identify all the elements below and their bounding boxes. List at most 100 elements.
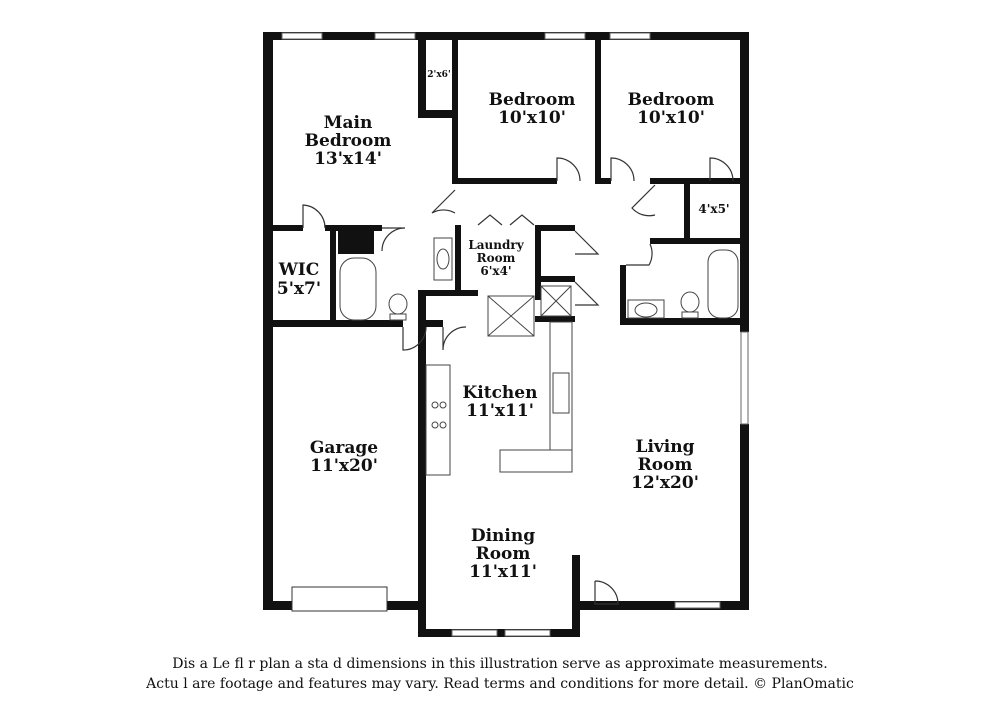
burner xyxy=(431,421,439,429)
main-bedroom-name2: Bedroom xyxy=(305,131,392,151)
counter xyxy=(425,364,451,476)
garage-door xyxy=(291,586,388,612)
laundry-size: 6'x4' xyxy=(480,264,511,278)
dining-size: 11'x11' xyxy=(469,562,537,582)
toilet-tank xyxy=(681,311,699,319)
dining-bottom-wall xyxy=(418,629,578,637)
bedroom-2-name: Bedroom xyxy=(628,90,715,110)
door xyxy=(442,326,467,351)
door xyxy=(302,204,326,229)
wall xyxy=(535,276,575,282)
windows xyxy=(281,32,749,637)
living-name2: Room xyxy=(638,455,693,475)
wall xyxy=(601,178,611,184)
door xyxy=(556,157,581,182)
wall xyxy=(452,178,557,184)
wic-size: 5'x7' xyxy=(277,279,321,299)
closet-small-size: 2'x6' xyxy=(427,70,450,80)
wall xyxy=(650,238,740,244)
wall xyxy=(418,32,426,118)
chimney xyxy=(338,229,374,254)
door xyxy=(626,243,653,266)
main-bedroom-size: 13'x14' xyxy=(314,149,382,169)
window xyxy=(504,629,551,637)
bathtub xyxy=(339,257,377,321)
door xyxy=(631,184,656,217)
wall xyxy=(418,290,426,620)
window xyxy=(609,32,651,40)
door xyxy=(610,157,635,182)
main-bedroom-name1: Main xyxy=(324,113,373,133)
window xyxy=(544,32,586,40)
burner xyxy=(431,401,439,409)
disclaimer-line-2: Actu l are footage and features may vary… xyxy=(146,676,854,692)
wall xyxy=(325,225,382,231)
door xyxy=(381,227,406,252)
wall xyxy=(452,32,458,184)
bifold-doors xyxy=(477,214,535,226)
laundry-name2: Room xyxy=(477,251,516,265)
wall xyxy=(263,225,303,231)
sliding-door xyxy=(740,331,749,425)
fixtures xyxy=(339,237,739,476)
wall xyxy=(620,265,626,325)
toilet xyxy=(388,293,408,315)
door xyxy=(709,157,734,182)
wall xyxy=(263,320,403,327)
top-wall xyxy=(263,32,748,40)
burner xyxy=(439,421,447,429)
toilet xyxy=(680,291,700,313)
garage-name: Garage xyxy=(310,438,378,458)
disclaimer-line-1: Dis a Le fl r plan a sta d dimensions in… xyxy=(172,656,828,672)
room-labels: Main Bedroom 13'x14' Bedroom 10'x10' Bed… xyxy=(277,70,730,582)
right-wall-upper xyxy=(740,32,749,332)
door xyxy=(431,189,456,214)
right-wall-lower xyxy=(740,424,749,610)
bathtub xyxy=(707,249,739,319)
living-name1: Living xyxy=(636,437,695,457)
bedroom-2-size: 10'x10' xyxy=(637,108,705,128)
dining-name2: Room xyxy=(476,544,531,564)
window xyxy=(451,629,498,637)
kitchen-sink xyxy=(552,372,570,414)
pantry-x xyxy=(487,295,535,337)
bedroom-1-name: Bedroom xyxy=(489,90,576,110)
wic-name: WIC xyxy=(278,260,320,280)
wall xyxy=(535,225,541,300)
bedroom-1-size: 10'x10' xyxy=(498,108,566,128)
kitchen-size: 11'x11' xyxy=(466,401,534,421)
heater-x xyxy=(540,285,572,317)
sink xyxy=(436,248,450,270)
door xyxy=(594,580,619,605)
garage-size: 11'x20' xyxy=(310,456,378,476)
window xyxy=(281,32,323,40)
wall xyxy=(650,178,740,184)
door xyxy=(574,281,600,306)
living-bottom-wall xyxy=(572,601,749,610)
wall xyxy=(572,555,580,610)
wall xyxy=(595,32,601,184)
wall xyxy=(423,320,443,327)
dining-name1: Dining xyxy=(471,526,535,546)
wall xyxy=(330,225,336,325)
wall xyxy=(535,316,575,322)
door xyxy=(574,230,600,255)
wall xyxy=(455,225,461,295)
burner xyxy=(439,401,447,409)
interior-walls xyxy=(263,32,740,620)
peninsula xyxy=(499,449,573,473)
toilet-tank xyxy=(389,313,407,321)
window xyxy=(374,32,416,40)
sink xyxy=(634,302,658,318)
closet-hall-size: 4'x5' xyxy=(698,202,729,216)
dining-right-step xyxy=(572,601,580,637)
doors xyxy=(302,157,734,605)
wall xyxy=(535,225,575,231)
kitchen-name: Kitchen xyxy=(463,383,538,403)
window xyxy=(674,601,721,609)
wall xyxy=(684,178,690,244)
door xyxy=(402,326,427,351)
wall xyxy=(418,290,478,296)
wall xyxy=(620,318,740,325)
